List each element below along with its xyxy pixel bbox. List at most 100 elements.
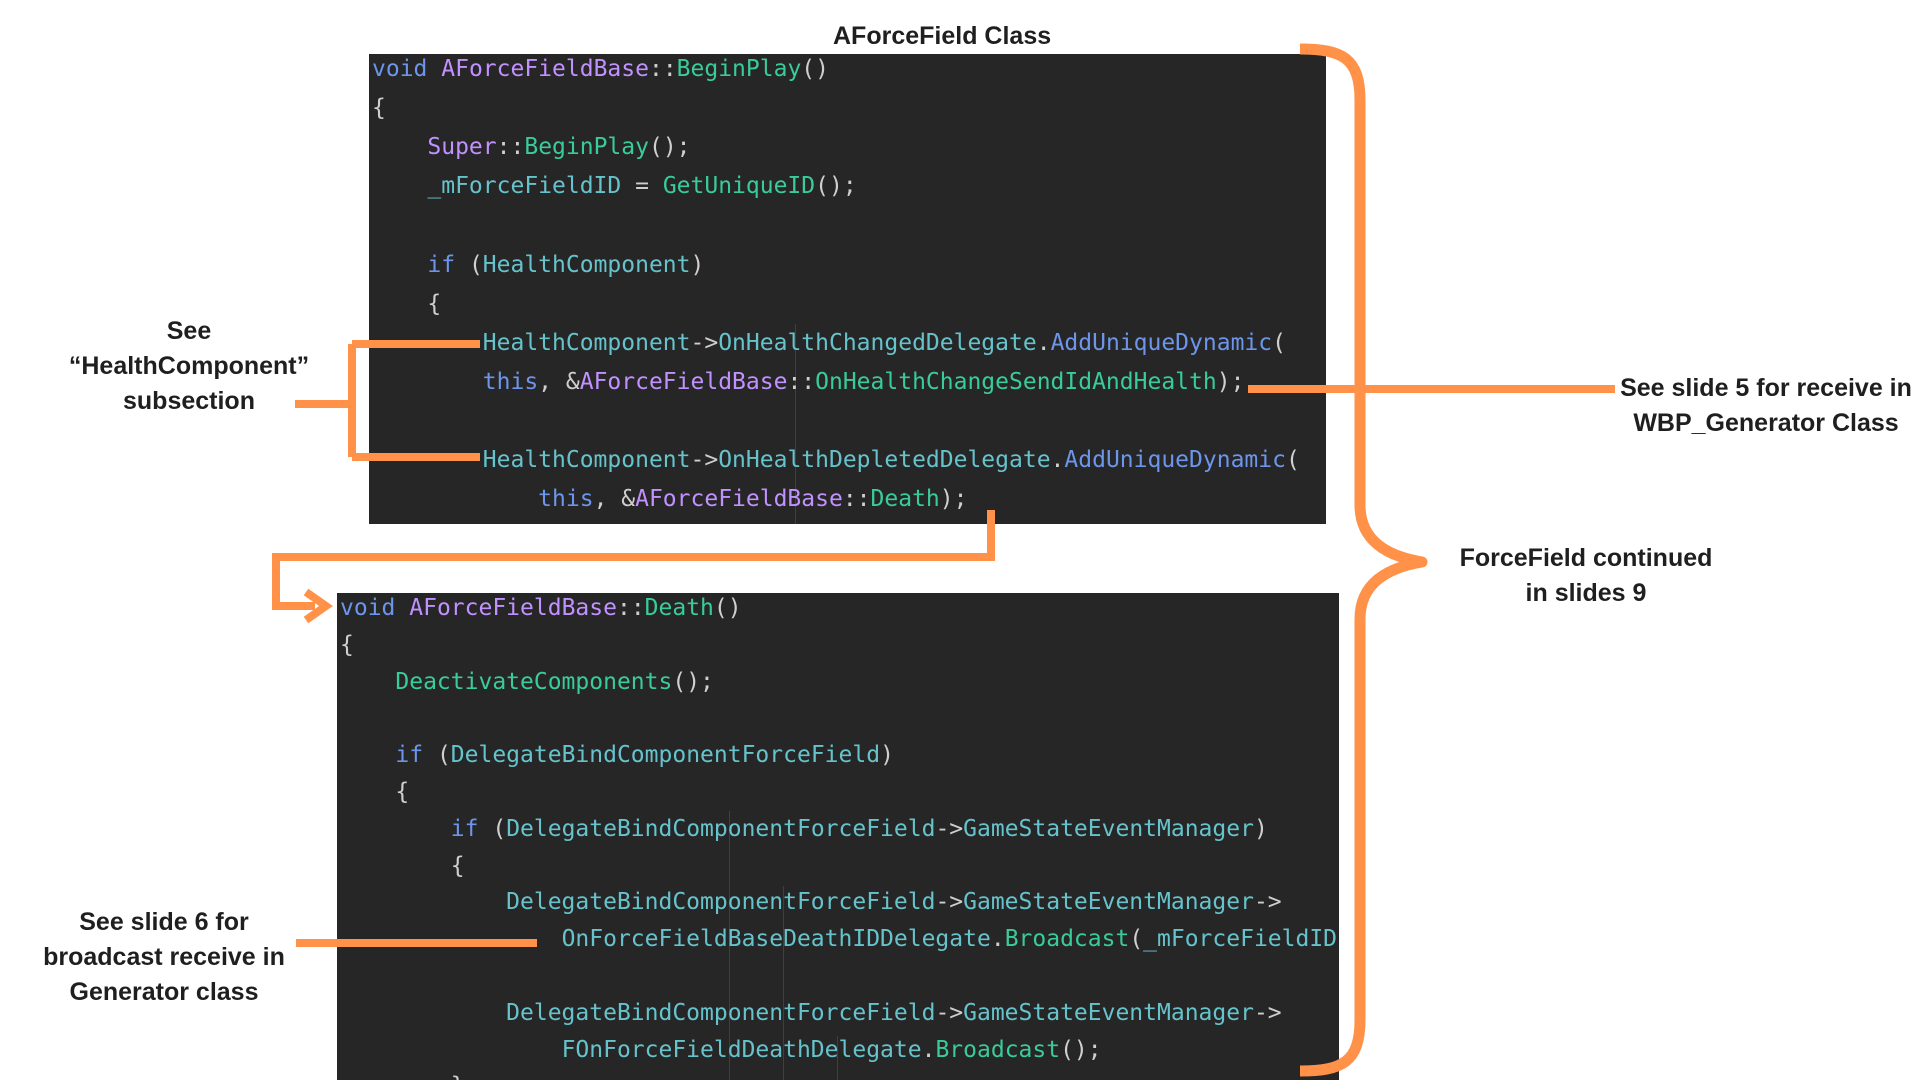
code-token: { [450, 852, 465, 879]
code-token: DeactivateComponents [395, 668, 673, 695]
code-line: this, &AForceFieldBase::OnHealthChangeSe… [372, 367, 1245, 397]
code-token: HealthComponent [482, 329, 691, 356]
code-line: { [340, 777, 409, 807]
code-token: DelegateBindComponentForceField [506, 889, 936, 916]
code-token: GameStateEventManager [963, 999, 1254, 1026]
code-token: GetUniqueID [662, 173, 816, 200]
code-token: Broadcast [1004, 926, 1130, 953]
code-token: . [921, 1036, 936, 1063]
slide5-note: See slide 5 for receive in WBP_Generator… [1620, 374, 1912, 437]
diagram-title: AForceField Class [833, 22, 1052, 50]
code-token: (); [1060, 1036, 1102, 1063]
code-token: } [451, 1073, 465, 1080]
code-panel-death: void AForceFieldBase::Death(){ Deactivat… [337, 593, 1339, 1080]
code-token: AddUniqueDynamic [1064, 447, 1286, 473]
health-component-bracket [295, 340, 480, 461]
code-panel-beginplay: void AForceFieldBase::BeginPlay(){ Super… [369, 54, 1326, 524]
code-line: { [372, 289, 441, 319]
code-line: OnForceFieldBaseDeathIDDelegate.Broadcas… [340, 924, 1339, 954]
code-line: DeactivateComponents(); [340, 667, 714, 697]
code-token: GameStateEventManager [963, 815, 1254, 842]
code-token: -> [935, 815, 964, 842]
code-token: , & [593, 486, 636, 513]
code-token: . [1050, 447, 1065, 473]
code-token: AForceFieldBase [409, 595, 617, 621]
code-token: Death [644, 595, 714, 621]
code-line: _mForceFieldID = GetUniqueID(); [372, 171, 857, 201]
slide6-note: See slide 6 for broadcast receive in Gen… [43, 908, 285, 1006]
code-token: ( [455, 251, 483, 278]
code-line: if (HealthComponent) [372, 250, 704, 280]
indent-guide [729, 811, 730, 1080]
code-token: { [372, 95, 386, 122]
code-token: -> [1253, 999, 1282, 1026]
code-token: Broadcast [935, 1036, 1061, 1063]
code-token: this [482, 368, 539, 395]
code-line: DelegateBindComponentForceField->GameSta… [340, 998, 1282, 1028]
continued-curly-brace [1299, 43, 1428, 1077]
code-token: ); [1337, 926, 1339, 952]
code-token: AddUniqueDynamic [1050, 329, 1273, 356]
code-token: DelegateBindComponentForceField [506, 815, 936, 842]
code-line: { [340, 630, 354, 660]
code-token: void [340, 595, 396, 621]
code-token: OnHealthChangeSendIdAndHealth [815, 368, 1217, 395]
code-token: void [372, 56, 428, 82]
code-token: if [427, 251, 456, 278]
code-token: -> [935, 999, 964, 1026]
health-component-note: See “HealthComponent” subsection [68, 317, 310, 415]
code-token: (); [815, 173, 857, 200]
code-token: ( [1285, 447, 1300, 473]
death-flow-arrowhead [303, 588, 333, 624]
code-token: ( [478, 815, 507, 842]
code-token: this [538, 486, 594, 513]
code-line: Super::BeginPlay(); [372, 132, 691, 162]
code-token: DelegateBindComponentForceField [506, 999, 936, 1026]
code-token: ( [1272, 329, 1286, 356]
code-token: OnHealthDepletedDelegate [718, 447, 1051, 473]
code-token: _mForceFieldID [427, 173, 622, 200]
code-token: -> [690, 447, 719, 473]
code-token: :: [496, 134, 525, 161]
code-token: { [340, 631, 354, 658]
code-line: HealthComponent->OnHealthDepletedDelegat… [372, 445, 1300, 475]
code-token: ) [690, 251, 705, 278]
death-flow-connector [272, 510, 995, 610]
code-token: BeginPlay [676, 56, 802, 82]
code-line: FOnForceFieldDeathDelegate.Broadcast(); [340, 1035, 1102, 1065]
indent-guide [783, 886, 784, 1080]
code-token: :: [787, 368, 816, 395]
code-token: = [621, 173, 663, 200]
code-token: ); [939, 486, 968, 513]
code-line: { [340, 851, 465, 881]
code-line: void AForceFieldBase::BeginPlay() [372, 54, 829, 84]
code-token: () [713, 595, 742, 621]
code-token: DelegateBindComponentForceField [450, 742, 881, 769]
continued-note: ForceField continued in slides 9 [1459, 544, 1713, 607]
code-token: :: [616, 595, 645, 621]
code-token: ) [1253, 815, 1268, 842]
code-token: HealthComponent [482, 447, 691, 473]
code-line: if (DelegateBindComponentForceField->Gam… [340, 814, 1268, 844]
code-token: OnHealthChangedDelegate [718, 329, 1037, 356]
code-token: . [1036, 329, 1051, 356]
code-token: (); [672, 668, 714, 695]
code-token: HealthComponent [482, 251, 691, 278]
code-token: (); [648, 134, 691, 161]
code-token: ) [880, 742, 894, 769]
code-token: AForceFieldBase [441, 56, 649, 82]
indent-guide [795, 324, 796, 524]
code-token: { [427, 290, 442, 317]
code-token: () [801, 56, 829, 82]
code-token: -> [690, 329, 719, 356]
code-token: GameStateEventManager [963, 889, 1254, 916]
code-token: -> [935, 889, 964, 916]
code-token: Super [427, 134, 497, 161]
code-token: if [395, 742, 424, 769]
code-token: ); [1216, 368, 1245, 395]
indent-guide [837, 1036, 838, 1080]
code-token: FOnForceFieldDeathDelegate [561, 1036, 922, 1063]
code-token: { [395, 779, 410, 805]
code-token: :: [842, 486, 871, 513]
code-token: OnForceFieldBaseDeathIDDelegate [561, 926, 991, 953]
